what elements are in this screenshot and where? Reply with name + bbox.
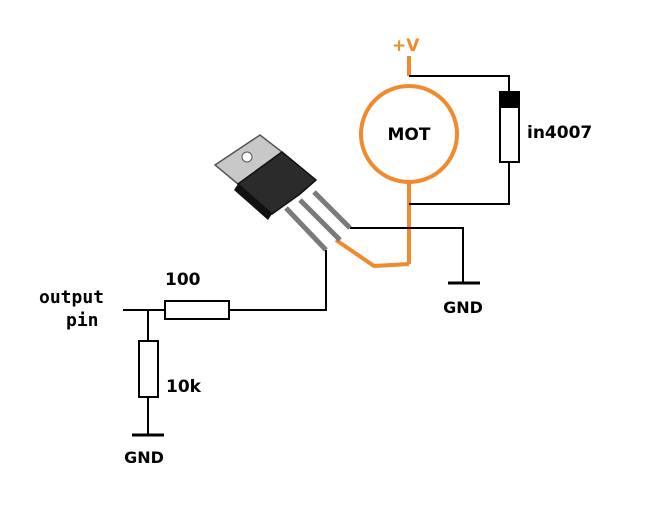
gnd-label-left: GND [124,448,164,467]
pulldown-resistor [138,340,159,398]
transistor-body [236,151,318,215]
emitter-wire [350,227,464,283]
output-pin-label-line2: pin [66,310,99,331]
transistor-leg-base [284,206,328,252]
transistor-body-side [234,184,272,220]
diode-cathode-band [500,92,519,108]
transistor-mount-hole [241,151,253,163]
diode-label: in4007 [527,123,592,143]
output-pin-label-line1: output [39,287,104,308]
diode-bottom-wire [409,162,510,205]
emitter-ground: GND [350,227,483,317]
base-wire [229,250,327,311]
supply-label: +V [392,36,420,56]
gnd-label-right: GND [443,298,483,317]
supply-and-motor: +V MOT [334,36,459,268]
transistor [213,134,352,252]
diode-top-wire [409,75,510,92]
collector-wire [334,238,410,268]
series-resistor [164,300,230,320]
base-circuit: 100 output pin 10k GND [39,250,327,467]
flyback-diode: in4007 [409,75,592,205]
transistor-leg-collector [298,198,342,242]
transistor-leg-emitter [312,190,352,230]
series-resistor-label: 100 [165,270,201,290]
pulldown-resistor-label: 10k [166,377,202,397]
motor-label: MOT [388,125,431,145]
